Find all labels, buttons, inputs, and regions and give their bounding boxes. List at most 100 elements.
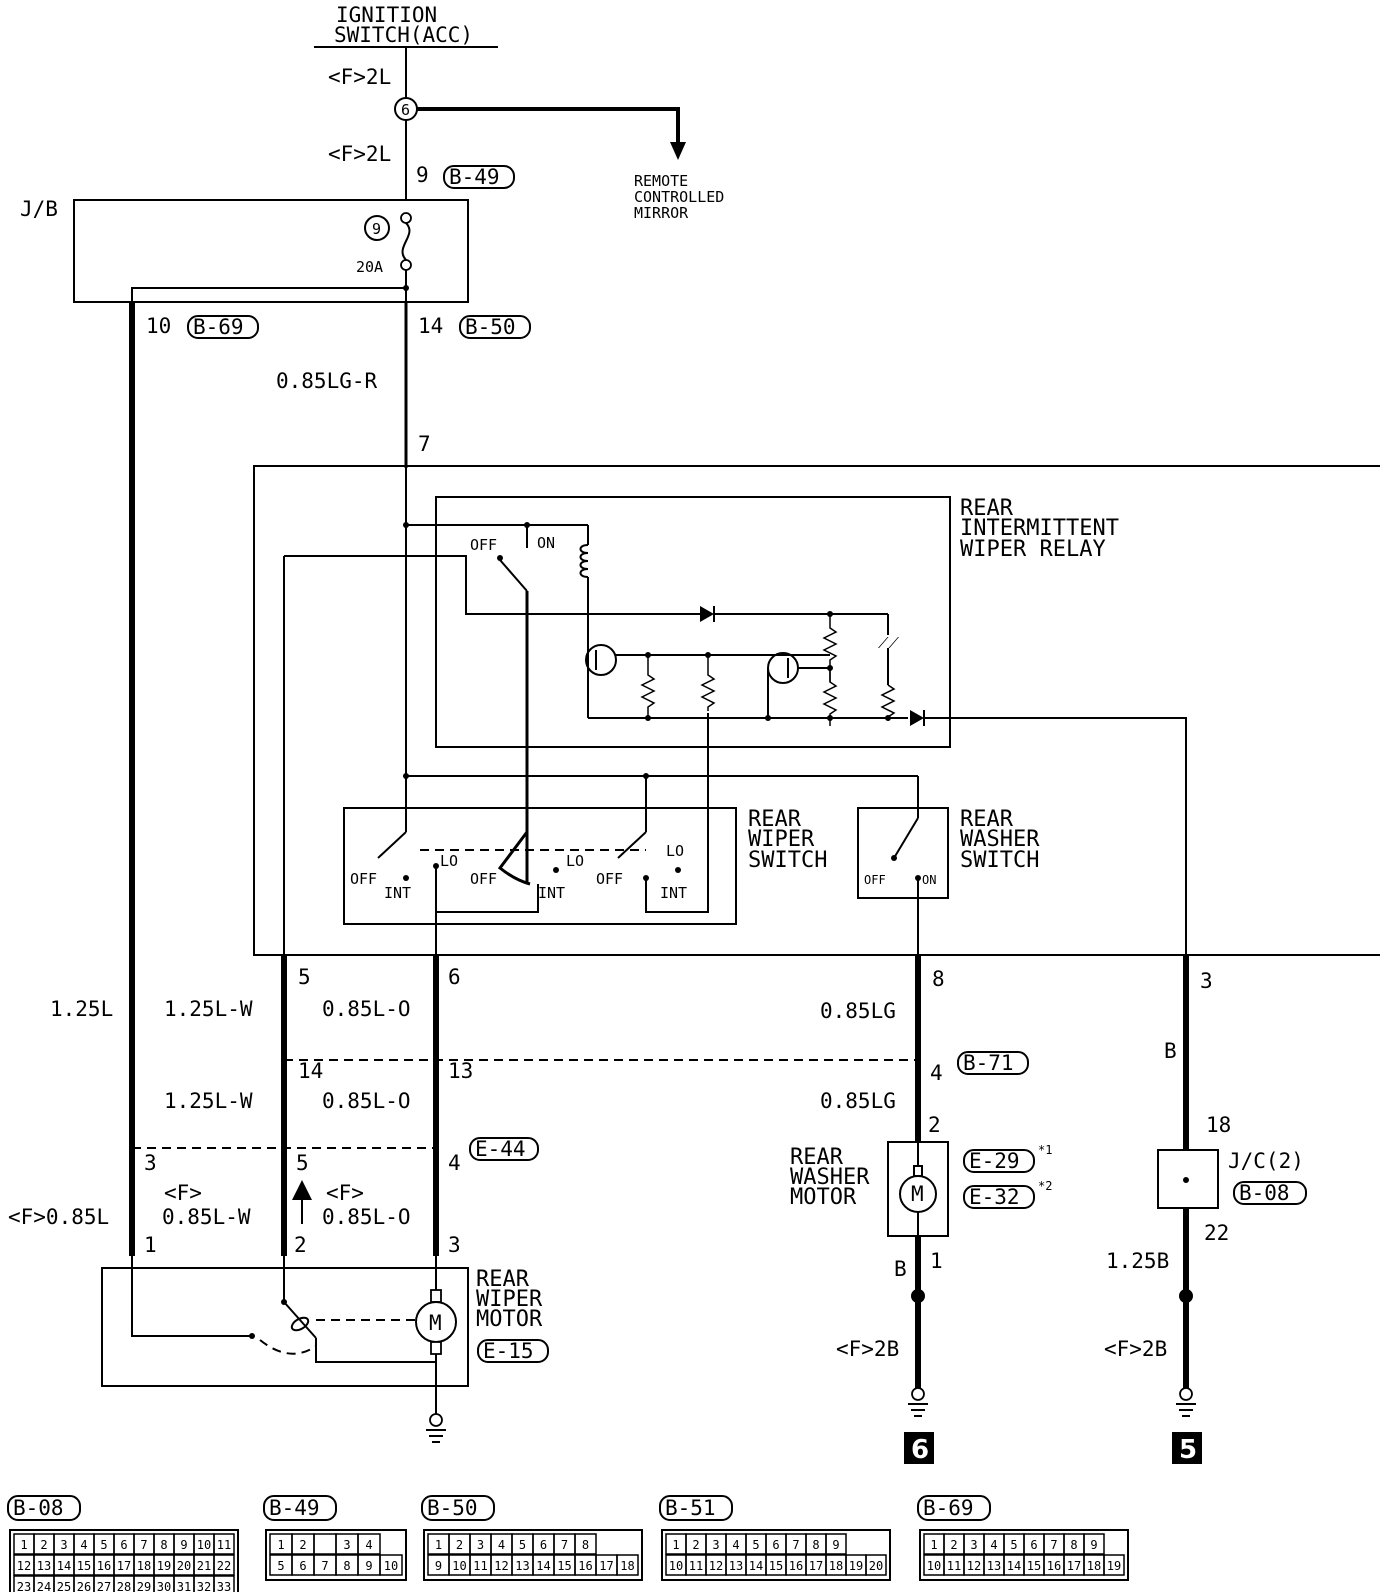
remote-label-1: REMOTE bbox=[634, 172, 688, 190]
connector-pin: 13 bbox=[37, 1559, 51, 1573]
fuse-amp: 20A bbox=[356, 258, 383, 276]
connector-pin: 8 bbox=[160, 1538, 167, 1552]
diode-2 bbox=[910, 710, 924, 726]
motor-cam-switch bbox=[283, 1301, 317, 1339]
connector-pin: 15 bbox=[1027, 1559, 1041, 1573]
wire-relay-off bbox=[284, 555, 700, 615]
connector-pin: 8 bbox=[582, 1538, 589, 1552]
connector-body bbox=[423, 1529, 643, 1581]
pin-5b: 5 bbox=[296, 1151, 309, 1175]
pin-4a: 4 bbox=[930, 1061, 943, 1085]
conn-b71-tag bbox=[957, 1051, 1029, 1075]
connector-pin: 11 bbox=[217, 1538, 231, 1552]
washer-switch-label-2: WASHER bbox=[960, 827, 1040, 852]
star-1: *1 bbox=[1038, 1143, 1052, 1157]
star-2: *2 bbox=[1038, 1179, 1052, 1193]
connector-tag bbox=[421, 1495, 495, 1521]
connector-pin: 2 bbox=[299, 1538, 306, 1552]
washer-motor-label-1: REAR bbox=[790, 1145, 844, 1170]
connector-pin: 7 bbox=[140, 1538, 147, 1552]
connector-cell bbox=[1083, 1533, 1105, 1555]
connector-pin: 9 bbox=[435, 1559, 442, 1573]
conn-b69-tag bbox=[187, 315, 259, 339]
junction-dot bbox=[675, 867, 681, 873]
connector-pin: 8 bbox=[343, 1559, 350, 1573]
connector-pin: 18 bbox=[829, 1559, 843, 1573]
splice bbox=[911, 1289, 925, 1303]
pin-5: 5 bbox=[298, 965, 311, 989]
connector-pin: 4 bbox=[80, 1538, 87, 1552]
transistor-2 bbox=[767, 652, 799, 684]
resistor bbox=[880, 684, 896, 718]
fuse-terminal-bottom bbox=[400, 259, 412, 271]
relay-coil bbox=[579, 544, 589, 578]
wire-label-f085lo: 0.85L-O bbox=[322, 1205, 411, 1229]
wire-label-f2l-b: <F>2L bbox=[328, 142, 391, 166]
wiper-switch-int-2: INT bbox=[538, 884, 565, 902]
junction-dot bbox=[645, 715, 651, 721]
connector-pin: 13 bbox=[987, 1559, 1001, 1573]
wire-switch-3-int bbox=[645, 878, 709, 913]
remote-label-3: MIRROR bbox=[634, 204, 689, 222]
junction-dot bbox=[403, 285, 409, 291]
connector-pin: 18 bbox=[620, 1559, 634, 1573]
junction-dot bbox=[891, 855, 897, 861]
wire-switch-int bbox=[436, 884, 539, 913]
connector-pin: 9 bbox=[180, 1538, 187, 1552]
washer-motor-m: M bbox=[911, 1182, 924, 1206]
connector-pin: 2 bbox=[692, 1538, 699, 1552]
f-label-2: <F> bbox=[326, 1181, 364, 1205]
connector-cell bbox=[865, 1554, 887, 1576]
wire-jb-internal bbox=[131, 287, 406, 302]
pin-6: 6 bbox=[448, 965, 461, 989]
wiper-motor-label-2: WIPER bbox=[476, 1287, 543, 1312]
washer-switch-on: ON bbox=[922, 873, 936, 887]
wiper-switch-lo-2: LO bbox=[566, 852, 584, 870]
connector-pin: 7 bbox=[321, 1559, 328, 1573]
connector-pin: 23 bbox=[17, 1580, 31, 1592]
connector-pin: 1 bbox=[20, 1538, 27, 1552]
connector-pin: 10 bbox=[927, 1559, 941, 1573]
jc-label: J/C(2) bbox=[1228, 1149, 1304, 1173]
connector-cell bbox=[357, 1533, 381, 1555]
wiper-relay bbox=[435, 496, 951, 748]
wire-motor-park bbox=[131, 1256, 250, 1337]
connector-pin: 6 bbox=[772, 1538, 779, 1552]
rear-washer-switch bbox=[857, 807, 949, 899]
wire-label-085lg: 0.85LG bbox=[820, 999, 896, 1023]
ground-5-badge bbox=[1172, 1432, 1202, 1464]
wire-label-085lgr: 0.85LG-R bbox=[276, 369, 378, 393]
ground-point bbox=[911, 1387, 925, 1401]
pin-18: 18 bbox=[1206, 1113, 1231, 1137]
switch-1-blade bbox=[377, 831, 407, 859]
connector-pin: 2 bbox=[40, 1538, 47, 1552]
connector-name: B-69 bbox=[923, 1496, 974, 1520]
connector-pin: 19 bbox=[849, 1559, 863, 1573]
relay-on-label: ON bbox=[537, 534, 555, 552]
switch-3-blade bbox=[617, 831, 647, 859]
connector-pin: 5 bbox=[752, 1538, 759, 1552]
pin-13: 13 bbox=[448, 1059, 473, 1083]
connector-pin: 1 bbox=[435, 1538, 442, 1552]
connector-cell bbox=[1103, 1554, 1125, 1576]
junction-dot bbox=[765, 715, 771, 721]
junction-dot bbox=[403, 522, 409, 528]
connector-pin: 5 bbox=[100, 1538, 107, 1552]
connector-pin: 33 bbox=[217, 1580, 231, 1592]
connector-pin: 10 bbox=[197, 1538, 211, 1552]
relay-label-1: REAR bbox=[960, 496, 1014, 521]
relay-off-label: OFF bbox=[470, 536, 497, 554]
connector-pin: 12 bbox=[967, 1559, 981, 1573]
connector-pin: 16 bbox=[789, 1559, 803, 1573]
conn-e15-tag bbox=[477, 1339, 549, 1363]
connector-pin: 16 bbox=[578, 1559, 592, 1573]
wire-relay-to-ground bbox=[924, 717, 1187, 955]
junction-block bbox=[73, 199, 469, 303]
connector-pin: 4 bbox=[498, 1538, 505, 1552]
splice bbox=[1179, 1289, 1193, 1303]
connector-pin: 8 bbox=[812, 1538, 819, 1552]
connector-name: B-08 bbox=[13, 1496, 64, 1520]
wiper-motor-label-3: MOTOR bbox=[476, 1307, 543, 1332]
